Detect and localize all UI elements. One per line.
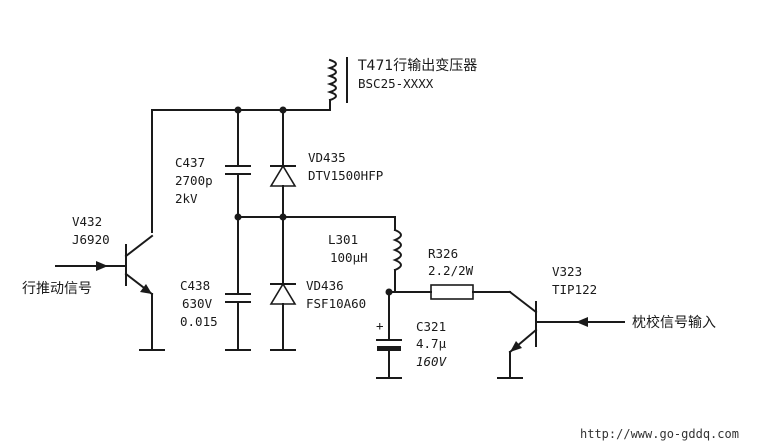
watermark-url: http://www.go-gddq.com [580, 427, 739, 441]
c438-ref-label: C438 [180, 278, 210, 293]
v323-ref-label: V323 [552, 264, 582, 279]
resistor-r326: R326 2.2/2W [388, 246, 538, 314]
pincushion-input-arrow-icon [576, 317, 588, 327]
capacitor-c321: + C321 4.7μ 160V [376, 291, 448, 379]
r326-ref-label: R326 [428, 246, 458, 261]
v432-ref-label: V432 [72, 214, 102, 229]
diode-vd436: VD436 FSF10A60 [269, 216, 366, 351]
vd435-part-label: DTV1500HFP [308, 168, 383, 183]
vd436-part-label: FSF10A60 [306, 296, 366, 311]
capacitor-c438: C438 630V 0.015 [180, 216, 251, 351]
v323-part-label: TIP122 [552, 282, 597, 297]
c321-ref-label: C321 [416, 319, 446, 334]
transformer-t471: T471行输出变压器 BSC25-XXXX [326, 57, 477, 111]
transformer-winding [326, 58, 337, 102]
c321-polarity-mark: + [376, 318, 384, 333]
transistor-v323: V323 TIP122 枕校信号输入 [497, 264, 716, 379]
drive-input-arrow-icon [96, 261, 108, 271]
diode-vd435: VD435 DTV1500HFP [269, 109, 383, 218]
inductor-l301: L301 100μH [328, 216, 402, 296]
c438-voltage-label: 630V [182, 296, 213, 311]
c438-value-label: 0.015 [180, 314, 218, 329]
v432-part-label: J6920 [72, 232, 110, 247]
vd435-ref-label: VD435 [308, 150, 346, 165]
transformer-part-label: BSC25-XXXX [358, 76, 434, 91]
drive-input-label: 行推动信号 [22, 281, 92, 297]
transformer-ref-label: T471行输出变压器 [357, 58, 477, 74]
c437-value-label: 2700p [175, 173, 213, 188]
middle-bus [234, 213, 396, 221]
c437-voltage-label: 2kV [175, 191, 198, 206]
capacitor-c437: C437 2700p 2kV [175, 109, 251, 218]
l301-value-label: 100μH [330, 250, 368, 265]
r326-value-label: 2.2/2W [428, 263, 474, 278]
transistor-v432: V432 J6920 行推动信号 [22, 214, 165, 351]
vd436-ref-label: VD436 [306, 278, 344, 293]
c321-value-label: 4.7μ [416, 336, 447, 351]
c321-voltage-label: 160V [416, 354, 448, 369]
c437-ref-label: C437 [175, 155, 205, 170]
l301-ref-label: L301 [328, 232, 358, 247]
pincushion-input-label: 枕校信号输入 [632, 314, 716, 331]
